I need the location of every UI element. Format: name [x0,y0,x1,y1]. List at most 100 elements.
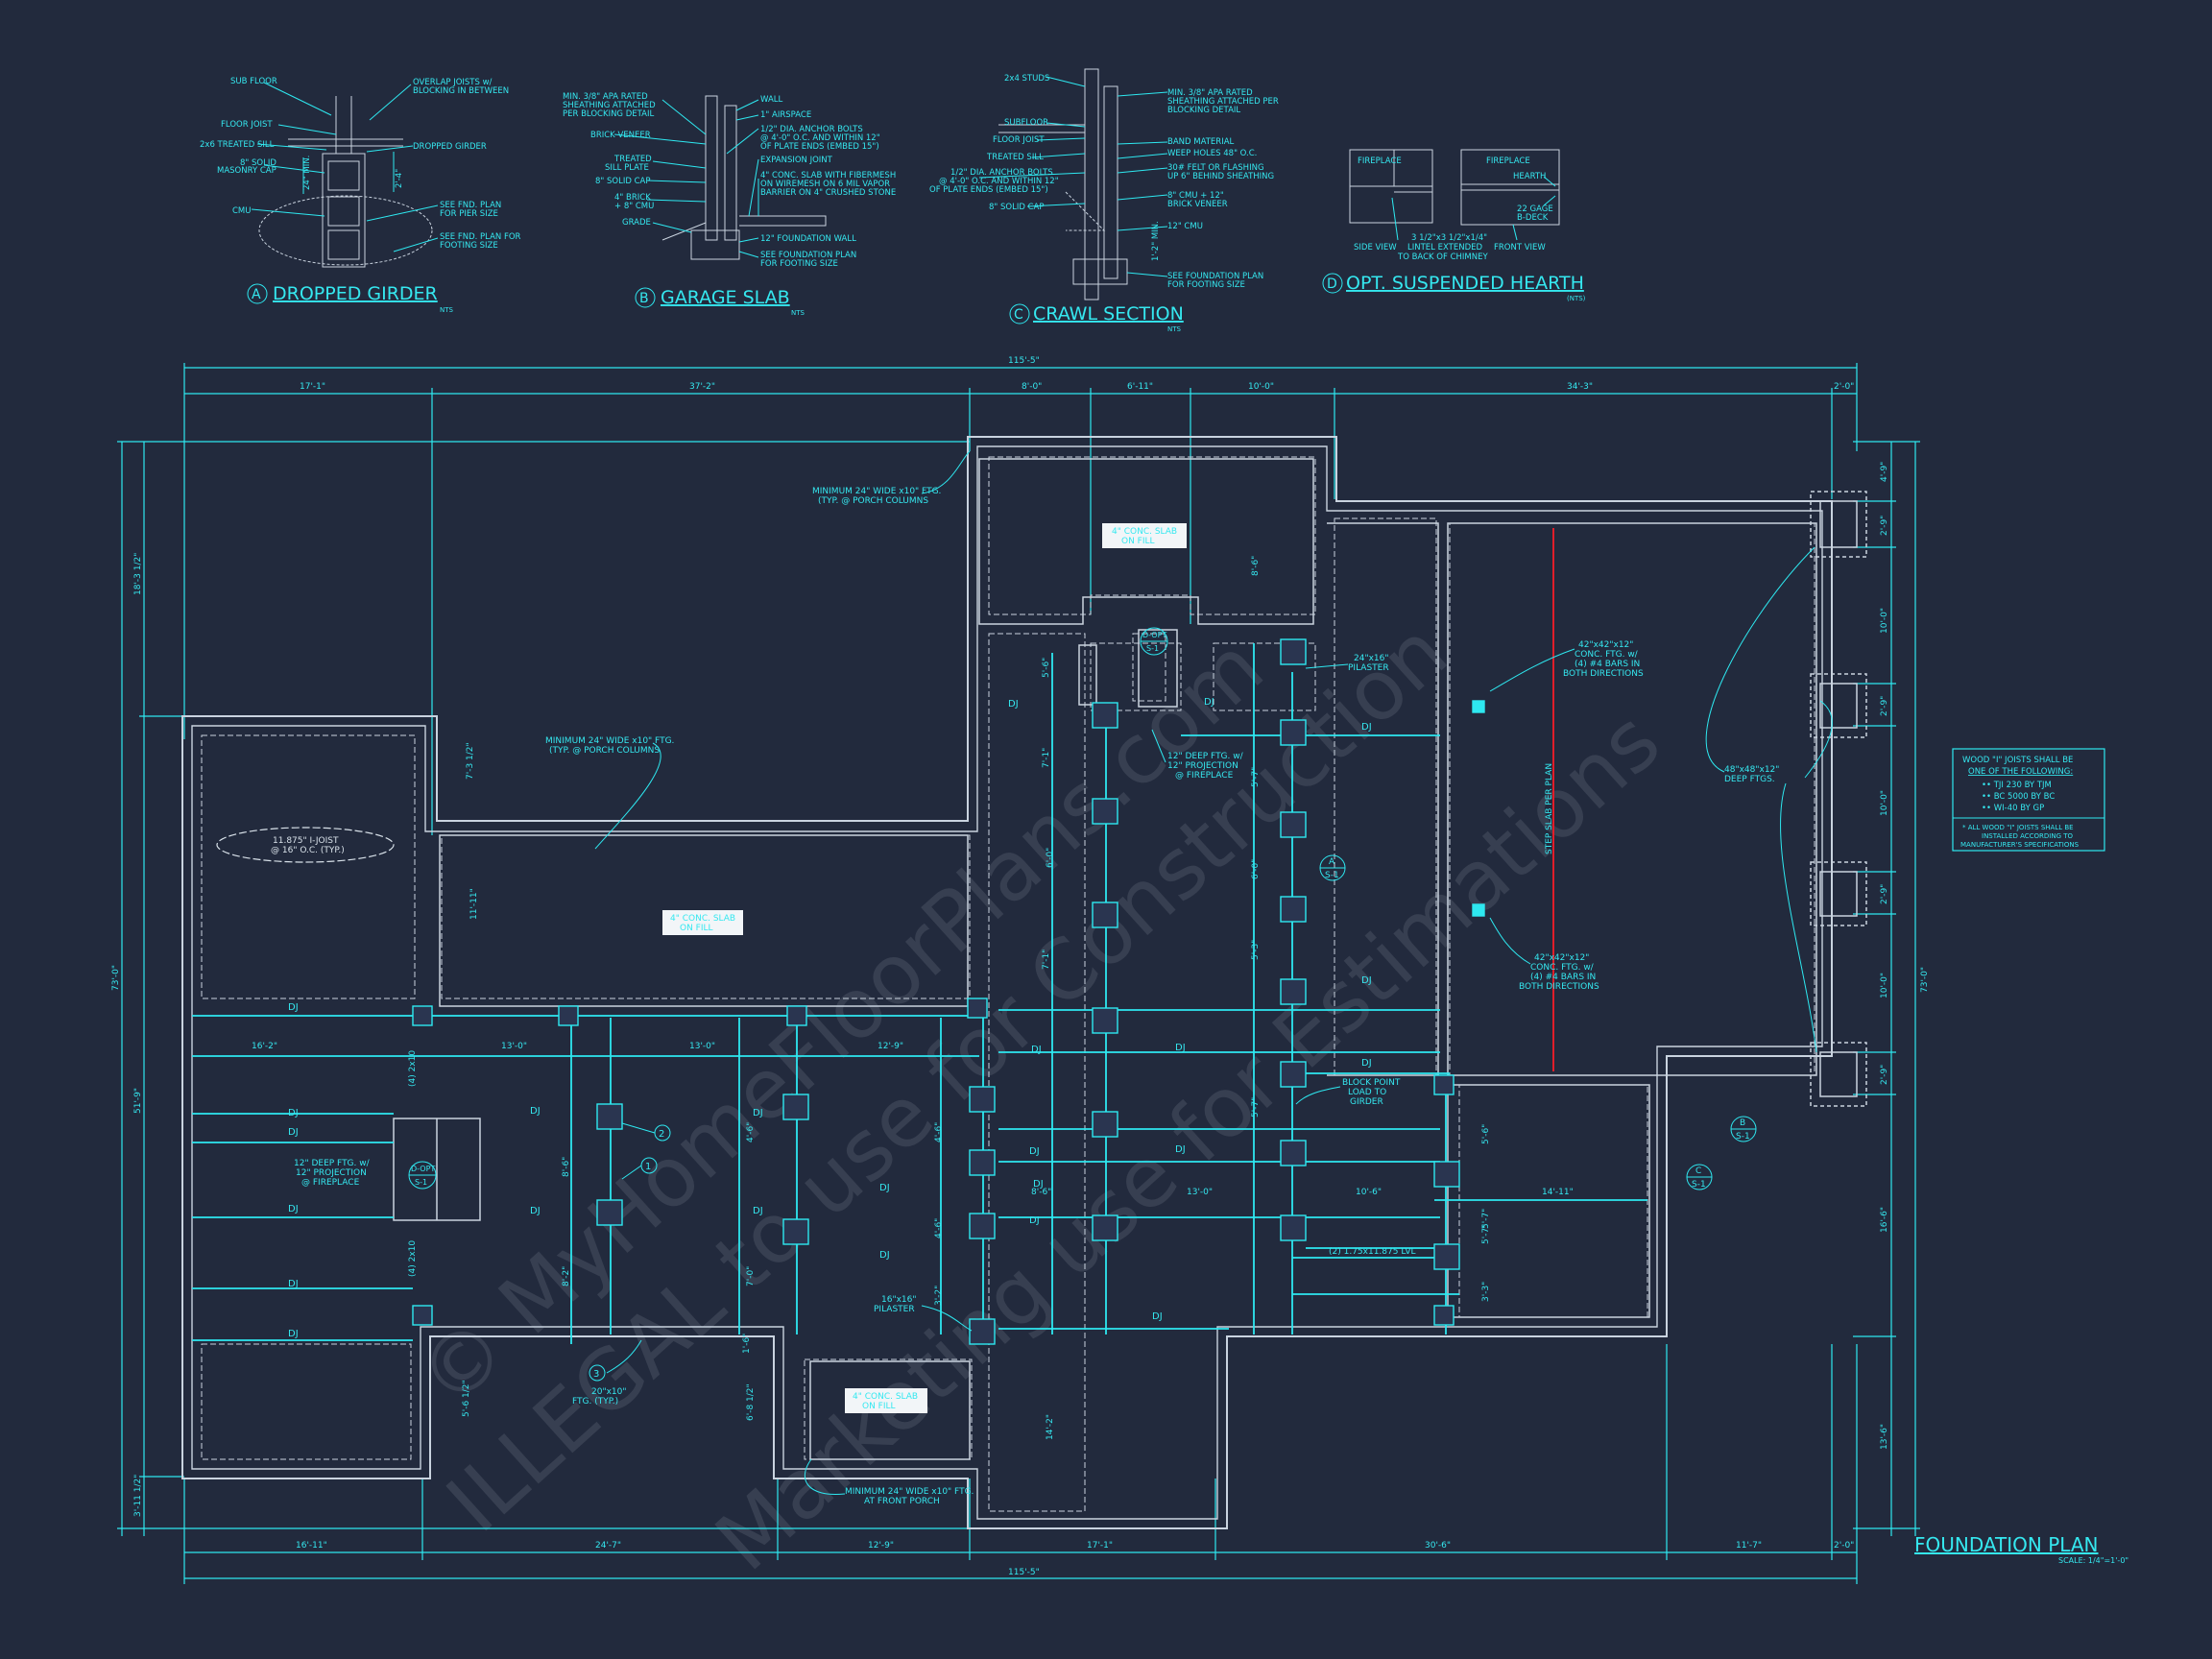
plan-scale: SCALE: 1/4"=1'-0" [2058,1556,2128,1565]
dim-top-overall: 115'-5" [1008,356,1040,366]
label: CMU [232,206,252,216]
dim: 7'-3 1/2" [466,742,475,780]
nts-label: NTS [1167,325,1182,333]
dim: 2'-4" [395,169,404,188]
label: 4" BRICK [614,193,651,203]
marker: 1 [645,1162,651,1172]
dim-top: 34'-3" [1567,382,1593,392]
dim-top: 6'-11" [1127,382,1153,392]
dim: 24" MIN. [302,156,312,190]
label: OF PLATE ENDS (EMBED 15") [760,142,879,152]
dim: 14'-11" [1542,1188,1574,1197]
ijoist-note: @ 16" O.C. (TYP.) [271,846,345,855]
dj-label: DJ [1361,722,1372,733]
label: EXPANSION JOINT [760,156,833,165]
dim: 4'-6" [934,1122,944,1142]
nts-label: NTS [440,306,454,314]
porch-note: MINIMUM 24" WIDE x10" FTG. [845,1487,974,1497]
dim: 12'-9" [878,1042,903,1051]
dj-label: DJ [288,1127,299,1138]
dim: 5'-7" [1251,1097,1261,1118]
markers: 1 2 3 [589,1122,671,1382]
dim: 3'-2" [934,1286,944,1306]
spec-line: ONE OF THE FOLLOWING: [1968,767,2073,777]
dj-label: DJ [1361,1058,1372,1069]
detail-suspended-hearth: FIREPLACE FIREPLACE HEARTH 22 GAGE B-DEC… [1322,149,1586,302]
label: HEARTH [1513,172,1546,181]
dim-right: 13'-6" [1880,1424,1889,1450]
label: @ 4'-0" O.C. AND WITHIN 12" [760,133,880,143]
step-slab-note: STEP SLAB PER PLAN [1545,763,1554,854]
dim: 13'-0" [501,1042,527,1051]
section-tag: D-OPT [1142,631,1166,639]
label: 1/2" DIA. ANCHOR BOLTS [760,125,863,134]
label: 12" FOUNDATION WALL [760,234,856,244]
porch-note: (TYP. @ PORCH COLUMNS [549,746,660,756]
detail-letter: D [1327,276,1337,292]
label: 22 GAGE [1517,204,1553,214]
detail-title: OPT. SUSPENDED HEARTH [1346,273,1584,294]
label: OF PLATE ENDS (EMBED 15") [929,185,1048,195]
ftg-note: BOTH DIRECTIONS [1563,669,1644,679]
dim-left: 51'-9" [133,1088,143,1114]
ftg-note: (4) #4 BARS IN [1530,973,1596,982]
label: BLOCKING DETAIL [1167,106,1240,115]
dim-bottom: 11'-7" [1736,1541,1762,1551]
spec-footer: INSTALLED ACCORDING TO [1982,832,2074,840]
detail-title: DROPPED GIRDER [273,283,438,304]
dimension-labels: 115'-5" 17'-1" 37'-2" 8'-0" 6'-11" 10'-0… [111,356,1930,1577]
dj-label: DJ [288,1329,299,1339]
dim: 4'-6" [746,1122,756,1142]
detail-letter: C [1014,307,1023,323]
dj-label: DJ [1033,1179,1044,1190]
detail-title: GARAGE SLAB [661,287,790,308]
dim: 10'-6" [1356,1188,1382,1197]
pilaster-note: PILASTER [1348,663,1389,673]
block-point-note: BLOCK POINT [1342,1078,1401,1088]
label: FRONT VIEW [1494,243,1546,252]
dj-label: DJ [1152,1311,1163,1322]
dj-label: DJ [753,1206,763,1216]
label: SEE FOUNDATION PLAN [1167,272,1263,281]
detail-letter: A [252,287,261,302]
slab-note: 4" CONC. SLAB [670,914,735,924]
dim: 11'-11" [469,888,479,920]
dim: 7'-1" [1042,748,1051,768]
joist-spec-box: WOOD "I" JOISTS SHALL BE ONE OF THE FOLL… [1952,748,2105,852]
slab-note: 4" CONC. SLAB [1112,527,1177,537]
ftg-note: 42"x42"x12" [1578,640,1633,650]
ftg-typ-note: FTG. (TYP.) [572,1397,618,1407]
label: UP 6" BEHIND SHEATHING [1167,172,1274,181]
label: SIDE VIEW [1354,243,1397,252]
label: FOR PIER SIZE [440,209,498,219]
porch-note: MINIMUM 24" WIDE x10" FTG. [545,736,674,746]
label: 8" SOLID CAP [595,177,650,186]
dim-top: 8'-0" [1022,382,1042,392]
dim-bottom: 16'-11" [296,1541,327,1551]
section-tag: D-OPT [411,1165,435,1173]
spec-line: •• WI-40 BY GP [1982,804,2044,813]
dj-label: DJ [753,1108,763,1118]
pilaster-note: 24"x16" [1354,654,1389,663]
dim: 5'-7" [1481,1224,1491,1244]
marker: 2 [659,1129,664,1140]
dj-label: DJ [288,1204,299,1214]
dj-label: DJ [1204,697,1214,708]
lvl-note: (2) 1.75x11.875 LVL [1329,1247,1416,1257]
piers [412,638,1485,1345]
detail-garage-slab: MIN. 3/8" APA RATED SHEATHING ATTACHED P… [563,92,896,317]
dim-top: 37'-2" [689,382,715,392]
dim-bottom: 17'-1" [1087,1541,1113,1551]
section-tag-sheet: S-1 [1146,644,1159,653]
dim-right: 2'-9" [1880,696,1889,716]
dim-right: 4'-9" [1880,462,1889,482]
fireplace-note: 12" DEEP FTG. w/ [1167,752,1244,761]
nts-label: NTS [791,309,805,317]
dim: (4) 2x10 [408,1240,418,1277]
dim-right: 16'-6" [1880,1207,1889,1233]
dim: 14'-2" [1046,1414,1055,1440]
dim-right-overall: 73'-0" [1920,967,1930,993]
label: WALL [760,95,782,105]
label: TREATED SILL [986,153,1044,162]
label: SHEATHING ATTACHED [563,101,656,110]
